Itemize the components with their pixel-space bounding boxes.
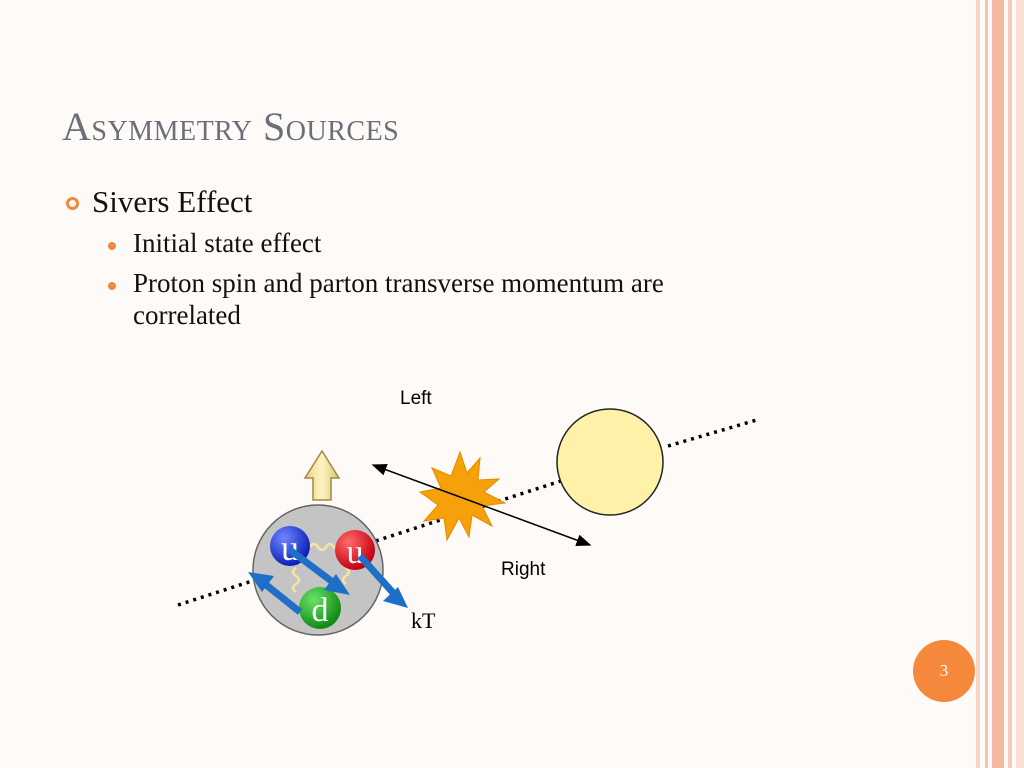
label-kt: kT xyxy=(411,608,436,633)
collision-burst-icon xyxy=(418,450,507,542)
quark-d-green xyxy=(299,587,341,629)
decor-stripe-4 xyxy=(1008,0,1012,768)
scatter-left-arrow xyxy=(371,464,461,498)
bullet-level2-item: Proton spin and parton transverse moment… xyxy=(133,268,664,298)
kt-arrow-icon xyxy=(287,547,350,595)
decor-stripe-1 xyxy=(976,0,980,768)
beam-line-right xyxy=(667,417,761,448)
slide-title: Asymmetry Sources xyxy=(62,104,400,149)
page-number-badge: 3 xyxy=(913,640,975,702)
kt-arrow-icon xyxy=(248,572,303,615)
spin-up-arrow-icon xyxy=(303,449,341,501)
bullet-level1: Sivers Effect xyxy=(92,184,253,219)
gluon-line-icon xyxy=(291,566,301,594)
decor-stripe-3 xyxy=(992,0,1004,768)
target-proton xyxy=(556,408,664,516)
decor-stripe-2 xyxy=(985,0,988,768)
quark-u-red-label: u xyxy=(347,534,364,571)
decor-stripe-5 xyxy=(1016,0,1024,768)
quark-u-blue-label: u xyxy=(281,528,299,568)
bullet-level2-item: Initial state effect xyxy=(133,228,322,258)
bullet-ring-icon xyxy=(66,197,79,210)
kt-arrow-icon xyxy=(357,553,408,608)
label-right: Right xyxy=(501,559,546,580)
bullet-dot-icon xyxy=(108,242,116,250)
bullet-level2-continuation: correlated xyxy=(133,300,241,330)
bullet-dot-icon xyxy=(108,282,116,290)
beam-line-left xyxy=(177,465,605,607)
label-left: Left xyxy=(400,388,432,409)
quark-d-green-label: d xyxy=(312,592,329,629)
scatter-right-arrow xyxy=(459,496,592,546)
gluon-line-icon xyxy=(341,566,351,586)
